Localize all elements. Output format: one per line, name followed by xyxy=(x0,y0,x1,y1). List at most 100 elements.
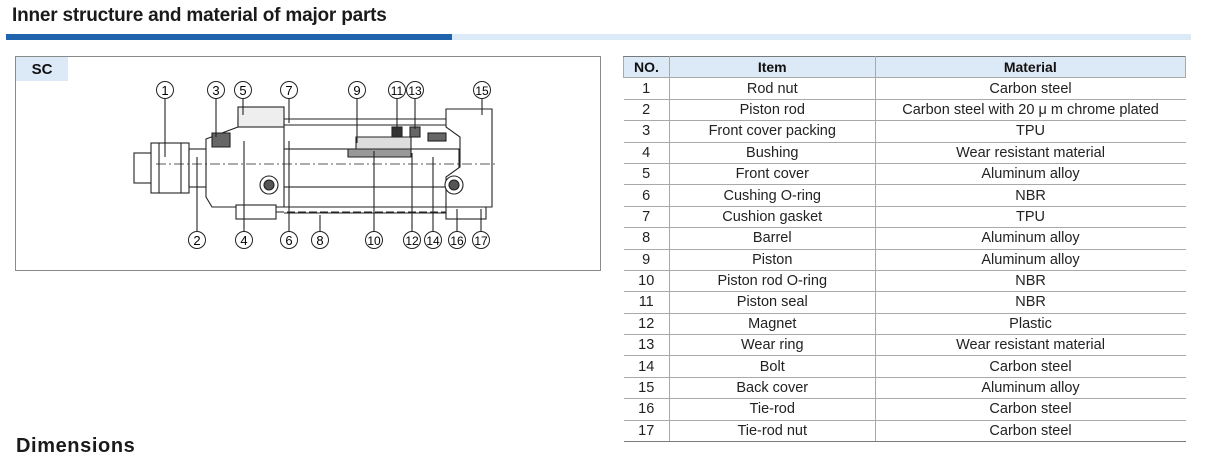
page-title: Inner structure and material of major pa… xyxy=(12,5,387,26)
cell-material: Wear resistant material xyxy=(874,142,1186,164)
cell-item: Piston seal xyxy=(668,291,876,314)
callout-label: 4 xyxy=(240,233,247,248)
cell-no: 12 xyxy=(623,313,670,336)
cell-material: Aluminum alloy xyxy=(874,227,1186,250)
cell-item: Back cover xyxy=(668,377,876,400)
cell-material: Carbon steel xyxy=(874,355,1186,378)
column-header-item: Item xyxy=(668,55,876,79)
cell-material: Carbon steel xyxy=(874,398,1186,421)
drawing-label: SC xyxy=(16,57,68,81)
cell-item: Tie-rod xyxy=(668,398,876,421)
callout-label: 12 xyxy=(405,234,419,248)
cell-no: 11 xyxy=(623,291,670,314)
cell-no: 4 xyxy=(623,142,670,164)
cell-item: Wear ring xyxy=(668,334,876,357)
cylinder-section-drawing: SC xyxy=(15,56,601,271)
cell-material: TPU xyxy=(874,120,1186,143)
cell-no: 1 xyxy=(623,77,670,100)
cell-item: Bolt xyxy=(668,355,876,378)
cylinder-cross-section-svg: 1 3 5 7 9 11 13 15 2 4 6 8 10 xyxy=(133,81,496,249)
callout-label: 7 xyxy=(285,83,292,98)
callout-label: 14 xyxy=(426,234,440,248)
callout-label: 6 xyxy=(285,233,292,248)
cell-material: Aluminum alloy xyxy=(874,377,1186,400)
cell-no: 13 xyxy=(623,334,670,357)
callout-label: 3 xyxy=(212,83,219,98)
cell-item: Rod nut xyxy=(668,77,876,100)
table-header-row: NO. Item Material xyxy=(623,55,1187,79)
drawing-callouts-top: 1 3 5 7 9 11 13 15 xyxy=(156,81,491,99)
callout-label: 13 xyxy=(408,84,422,98)
cell-no: 10 xyxy=(623,270,670,293)
cell-no: 9 xyxy=(623,249,670,271)
callout-label: 9 xyxy=(353,83,360,98)
cell-material: NBR xyxy=(874,291,1186,314)
title-underline xyxy=(6,34,1191,40)
cell-no: 3 xyxy=(623,120,670,143)
cell-no: 8 xyxy=(623,227,670,250)
cell-item: Front cover xyxy=(668,163,876,186)
cell-item: Barrel xyxy=(668,227,876,250)
cell-no: 17 xyxy=(623,420,670,443)
drawing-callouts-bottom: 2 4 6 8 10 12 14 16 17 xyxy=(188,231,490,249)
cell-no: 2 xyxy=(623,99,670,122)
cell-item: Piston rod O-ring xyxy=(668,270,876,293)
section-heading-dimensions: Dimensions xyxy=(16,435,136,457)
cell-item: Tie-rod nut xyxy=(668,420,876,443)
callout-label: 11 xyxy=(391,84,404,98)
cell-material: Carbon steel xyxy=(874,420,1186,443)
column-header-no: NO. xyxy=(623,55,670,79)
callout-label: 16 xyxy=(450,234,464,248)
callout-label: 17 xyxy=(474,234,488,248)
callout-label: 8 xyxy=(316,233,323,248)
cell-item: Piston rod xyxy=(668,99,876,122)
callout-label: 5 xyxy=(239,83,246,98)
cell-material: Wear resistant material xyxy=(874,334,1186,357)
column-header-material: Material xyxy=(874,55,1187,79)
cell-no: 6 xyxy=(623,184,670,207)
cell-material: Aluminum alloy xyxy=(874,163,1186,186)
callout-label: 1 xyxy=(161,83,168,98)
cell-item: Cushion gasket xyxy=(668,206,876,229)
callout-label: 2 xyxy=(193,233,200,248)
cell-material: Aluminum alloy xyxy=(874,249,1186,271)
cell-item: Bushing xyxy=(668,142,876,164)
cell-material: Plastic xyxy=(874,313,1186,336)
cell-no: 14 xyxy=(623,355,670,378)
cell-no: 5 xyxy=(623,163,670,186)
title-underline-accent xyxy=(6,34,452,40)
cell-material: NBR xyxy=(874,184,1186,207)
cell-no: 16 xyxy=(623,398,670,421)
cell-item: Piston xyxy=(668,249,876,271)
callout-label: 10 xyxy=(367,234,381,248)
cell-material: Carbon steel with 20 μ m chrome plated xyxy=(874,99,1186,122)
cell-material: TPU xyxy=(874,206,1186,229)
cell-material: Carbon steel xyxy=(874,77,1186,100)
cell-item: Magnet xyxy=(668,313,876,336)
cell-material: NBR xyxy=(874,270,1186,293)
cell-item: Front cover packing xyxy=(668,120,876,143)
cell-no: 7 xyxy=(623,206,670,229)
callout-label: 15 xyxy=(475,84,489,98)
cell-no: 15 xyxy=(623,377,670,400)
cell-item: Cushing O-ring xyxy=(668,184,876,207)
